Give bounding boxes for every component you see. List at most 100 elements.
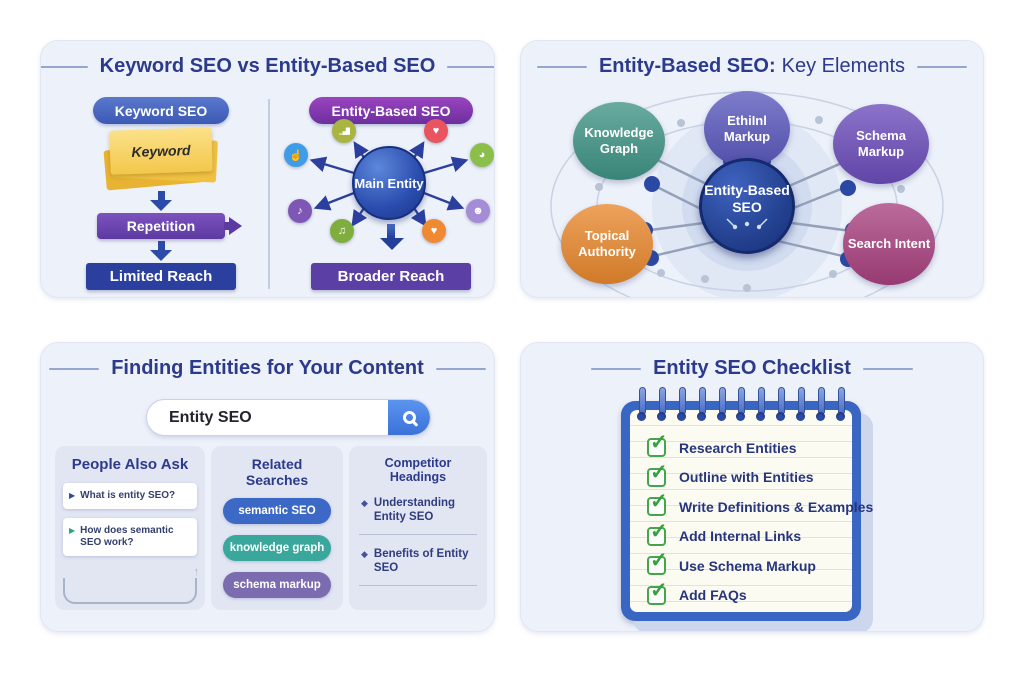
spiral-ring-icon	[716, 387, 726, 421]
node-topical-authority: Topical Authority	[561, 204, 653, 284]
limited-reach-result: Limited Reach	[86, 263, 236, 290]
right-arrow-icon	[224, 217, 242, 235]
check-icon: ✓	[650, 431, 668, 455]
spiral-ring-icon	[736, 387, 746, 421]
entity-seo-header: Entity-Based SEO	[309, 97, 473, 124]
panel2-title-rest: Key Elements	[781, 55, 906, 77]
spiral-ring-icon	[796, 387, 806, 421]
panel4-title-row: Entity SEO Checklist	[521, 357, 983, 380]
panel2-title-row: Entity-Based SEO:Key Elements	[521, 55, 983, 78]
play-triangle-icon: ▶	[69, 491, 76, 500]
title-dash	[536, 65, 587, 68]
panel-finding-entities: Finding Entities for Your Content People…	[40, 342, 495, 632]
panel1-title-row: Keyword SEO vs Entity-Based SEO	[41, 55, 494, 78]
spiral-ring-icon	[816, 387, 826, 421]
sticky-note: Keyword	[109, 127, 213, 175]
bar-chart-icon: ▁▄█	[332, 119, 356, 143]
spiral-rings	[637, 387, 845, 421]
spiral-ring-icon	[637, 387, 646, 421]
broader-reach-result: Broader Reach	[311, 263, 471, 290]
checklist-row: ✓ Add FAQs	[647, 580, 849, 611]
checklist-row: ✓ Use Schema Markup	[647, 550, 849, 581]
competitor-headings-header: Competitor Headings	[384, 456, 452, 484]
node-entity-markup: EthiInl Markup	[704, 91, 790, 167]
panel4-title: Entity SEO Checklist	[653, 357, 851, 379]
title-dash	[591, 367, 642, 370]
checkbox[interactable]: ✓	[647, 521, 668, 546]
divider	[359, 534, 477, 535]
checklist-item-label: Use Schema Markup	[679, 557, 816, 574]
checkbox[interactable]: ✓	[647, 580, 668, 605]
checklist-item-label: Research Entities	[679, 439, 797, 456]
repetition-step: Repetition	[97, 213, 225, 239]
related-searches-header: Related Searches	[245, 456, 309, 488]
center-entity-based-seo: Entity-Based SEO	[699, 158, 795, 254]
heart-icon: ♥	[424, 119, 448, 143]
checkbox[interactable]: ✓	[647, 432, 668, 458]
bracket-shape: ↑	[63, 566, 199, 604]
related-search-pill[interactable]: semantic SEO	[223, 498, 331, 524]
paa-question-text: How does semantic SEO work?	[80, 525, 174, 548]
search-input[interactable]	[147, 400, 388, 435]
checklist-item-label: Add FAQs	[679, 587, 747, 604]
panel2-title-strong: Entity-Based SEO:	[598, 55, 776, 77]
title-dash	[862, 367, 913, 370]
main-entity-hub: Main Entity	[352, 146, 426, 220]
column-divider	[268, 99, 270, 289]
entity-hub-diagram: Main Entity ▁▄█ ☝ ♪ ♫ ♥ ◕ ☻ ♥	[274, 119, 494, 251]
search-bar	[146, 399, 431, 436]
check-icon: ✓	[650, 519, 668, 543]
title-dash	[917, 65, 968, 68]
check-icon: ✓	[650, 490, 668, 514]
down-arrow-icon	[150, 241, 172, 261]
panel-key-elements: Entity-Based SEO:Key Elements	[520, 40, 984, 298]
related-search-pill[interactable]: schema markup	[223, 572, 331, 598]
heart-icon: ♥	[422, 219, 446, 243]
panel-entity-seo-checklist: Entity SEO Checklist ✓ Research Entities…	[520, 342, 984, 632]
diamond-bullet-icon: ◆	[361, 549, 368, 559]
related-search-pill[interactable]: knowledge graph	[223, 535, 331, 561]
keyword-sticky-notes: Keyword	[103, 127, 219, 191]
search-icon	[402, 411, 416, 424]
node-schema-markup: Schema Markup	[833, 104, 929, 184]
down-arrow-icon	[150, 191, 172, 211]
competitor-heading-text: Benefits of Entity SEO	[373, 548, 469, 574]
panel1-title: Keyword SEO vs Entity-Based SEO	[99, 55, 436, 77]
node-search-intent: Search Intent	[843, 203, 935, 285]
spiral-ring-icon	[696, 387, 706, 421]
panel-keyword-vs-entity: Keyword SEO vs Entity-Based SEO Keyword …	[40, 40, 495, 298]
checklist-row: ✓ Outline with Entities	[647, 462, 849, 493]
play-triangle-icon: ▶	[69, 526, 76, 535]
checklist-row: ✓ Add Internal Links	[647, 521, 849, 552]
panel3-title: Finding Entities for Your Content	[111, 357, 424, 379]
checklist-item-label: Outline with Entities	[679, 469, 814, 486]
paa-question[interactable]: ▶ What is entity SEO?	[63, 483, 197, 509]
check-icon: ✓	[650, 460, 668, 484]
diamond-bullet-icon: ◆	[361, 498, 368, 508]
music-note-icon: ♪	[288, 199, 312, 223]
checklist: ✓ Research Entities ✓ Outline with Entit…	[647, 432, 873, 611]
title-dash	[447, 65, 494, 68]
bracket-arrow-icon: ↑	[193, 566, 200, 578]
sticky-note-label: Keyword	[131, 141, 191, 161]
checkbox[interactable]: ✓	[647, 491, 668, 517]
competitor-heading-item: ◆ Benefits of Entity SEO	[357, 545, 479, 577]
person-icon: ☻	[466, 199, 490, 223]
checkbox[interactable]: ✓	[647, 462, 668, 487]
panel2-title: Entity-Based SEO:Key Elements	[599, 55, 905, 78]
node-knowledge-graph: Knowledge Graph	[573, 102, 665, 180]
paa-question[interactable]: ▶ How does semantic SEO work?	[63, 518, 197, 556]
constellation-icon	[726, 218, 768, 230]
thumbs-up-icon: ☝	[284, 143, 308, 167]
checklist-item-label: Add Internal Links	[679, 528, 802, 545]
hub-spokes	[309, 141, 469, 227]
competitor-heading-text: Understanding Entity SEO	[373, 497, 456, 523]
checklist-row: ✓ Write Definitions & Examples	[647, 491, 873, 522]
spiral-ring-icon	[656, 387, 666, 421]
competitor-headings-card: Competitor Headings ◆ Understanding Enti…	[349, 446, 487, 610]
spiral-ring-icon	[835, 387, 845, 421]
down-arrow-icon	[380, 224, 404, 250]
search-button[interactable]	[388, 400, 430, 435]
checkbox[interactable]: ✓	[647, 550, 668, 576]
related-searches-card: Related Searches semantic SEO knowledge …	[211, 446, 343, 610]
